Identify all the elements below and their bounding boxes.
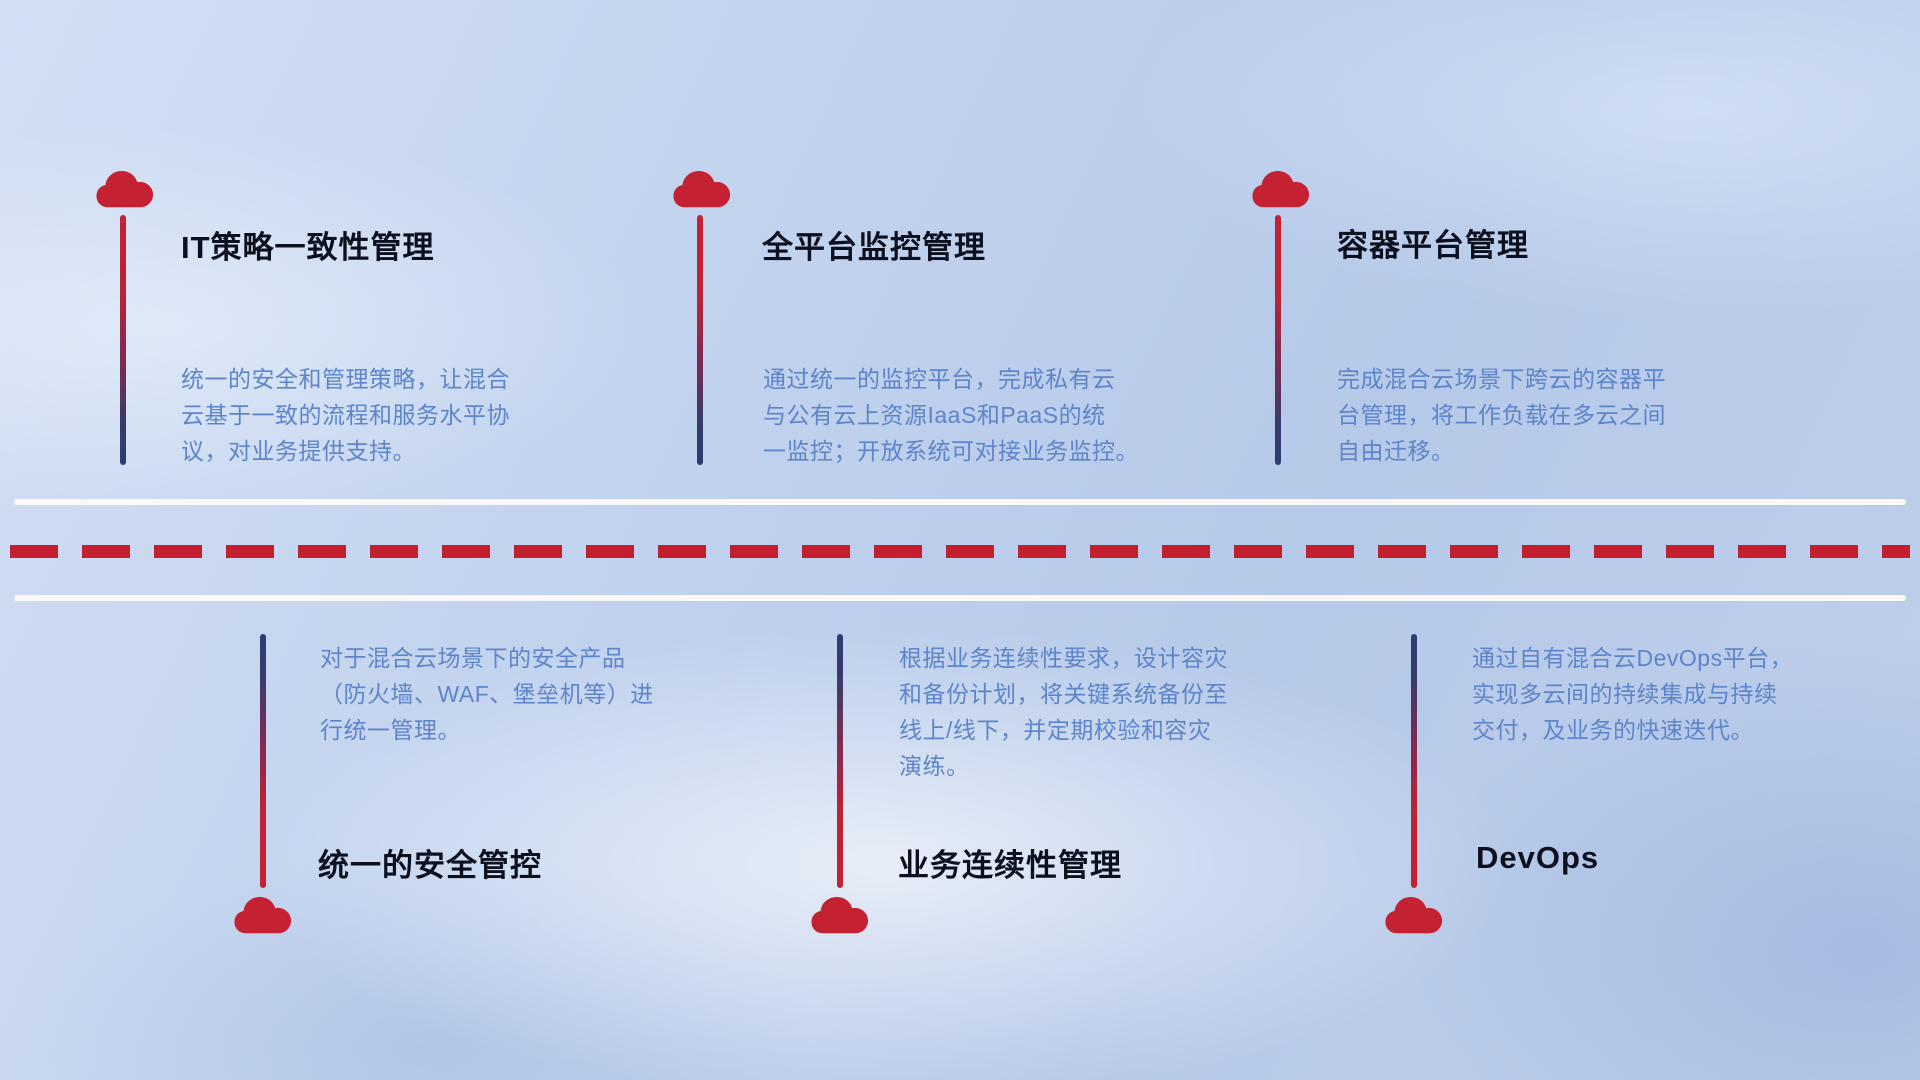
timeline-stem	[120, 215, 126, 465]
cloud-icon	[1252, 170, 1310, 210]
timeline-stem	[260, 634, 266, 888]
cloud-icon	[673, 170, 731, 210]
capability-description: 完成混合云场景下跨云的容器平 台管理，将工作负载在多云之间 自由迁移。	[1337, 366, 1666, 464]
capability-title: IT策略一致性管理	[181, 230, 435, 265]
capability-description: 对于混合云场景下的安全产品 （防火墙、WAF、堡垒机等）进 行统一管理。	[320, 645, 654, 743]
capability-description: 根据业务连续性要求，设计容灾 和备份计划，将关键系统备份至 线上/线下，并定期校…	[899, 645, 1228, 779]
road-line-bottom	[14, 595, 1906, 601]
cloud-icon	[234, 896, 292, 936]
cloud-icon	[811, 896, 869, 936]
capability-title: 全平台监控管理	[762, 230, 986, 265]
capability-description: 通过统一的监控平台，完成私有云 与公有云上资源IaaS和PaaS的统 一监控；开…	[763, 366, 1139, 464]
cloud-icon	[1385, 896, 1443, 936]
timeline-stem	[1275, 215, 1281, 465]
capability-title: 业务连续性管理	[898, 848, 1122, 883]
timeline-stem	[697, 215, 703, 465]
capability-description: 统一的安全和管理策略，让混合 云基于一致的流程和服务水平协 议，对业务提供支持。	[181, 366, 510, 464]
timeline-stem	[1411, 634, 1417, 888]
timeline-stem	[837, 634, 843, 888]
road-line-top	[14, 499, 1906, 505]
road-center-dashed-line	[10, 545, 1910, 558]
cloud-icon	[96, 170, 154, 210]
capability-title: 统一的安全管控	[318, 848, 542, 883]
capability-title: 容器平台管理	[1337, 228, 1529, 263]
capability-title: DevOps	[1476, 840, 1600, 875]
capability-description: 通过自有混合云DevOps平台， 实现多云间的持续集成与持续 交付，及业务的快速…	[1472, 645, 1794, 743]
